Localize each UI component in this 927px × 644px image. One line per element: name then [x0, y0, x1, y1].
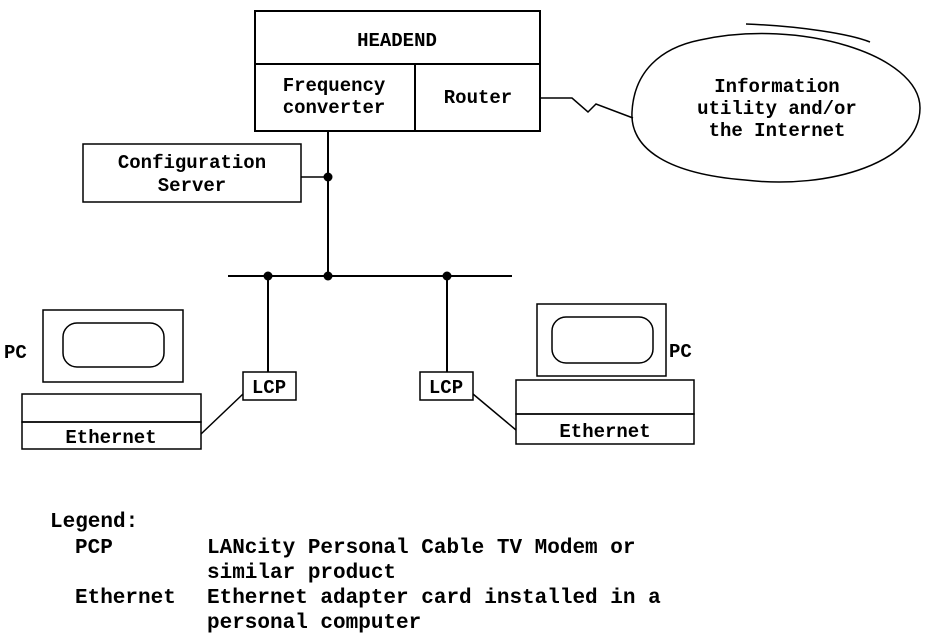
junction-dot-config	[323, 172, 333, 182]
right-lcp: LCP	[419, 371, 474, 401]
legend-term-pcp: PCP	[75, 537, 113, 560]
right-pc-case	[515, 379, 695, 415]
left-pc-monitor	[42, 309, 184, 383]
left-lcp-cable	[200, 393, 244, 435]
cloud-line1: Information	[714, 76, 839, 98]
junction-dot-right	[442, 271, 452, 281]
left-pc-ethernet-slot	[21, 421, 202, 450]
right-pc-ethernet-slot	[515, 413, 695, 445]
legend-desc-pcp-line2: similar product	[207, 562, 396, 585]
headend-box: HEADEND Frequency converter Router	[254, 10, 541, 132]
configuration-server-box: Configuration Server	[82, 143, 328, 203]
internet-cloud: Information utility and/or the Internet	[631, 23, 921, 183]
junction-dot-left	[263, 271, 273, 281]
right-lcp-label: LCP	[429, 377, 463, 399]
frequency-converter-line2: converter	[283, 97, 386, 119]
legend-desc-ethernet-line2: personal computer	[207, 612, 421, 635]
router-link-zigzag	[540, 97, 634, 119]
frequency-converter-line1: Frequency	[283, 75, 386, 97]
legend-title: Legend:	[50, 511, 138, 534]
right-pc-screen	[551, 316, 654, 364]
legend-desc-ethernet-line1: Ethernet adapter card installed in a	[207, 587, 661, 610]
legend-term-ethernet: Ethernet	[75, 587, 176, 610]
left-lcp-frame	[242, 371, 297, 401]
right-pc-label: PC	[669, 341, 692, 363]
left-pc-ethernet-label: Ethernet	[65, 427, 156, 449]
cloud-line2: utility and/or	[697, 98, 857, 120]
cloud-outline	[631, 32, 921, 183]
left-pc-screen	[62, 322, 165, 368]
junction-dot-trunk	[323, 271, 333, 281]
left-lcp-label: LCP	[252, 377, 286, 399]
configuration-server-frame	[82, 143, 302, 203]
right-lcp-cable	[472, 393, 517, 431]
cloud-stroke	[745, 23, 871, 43]
configuration-server-line2: Server	[158, 175, 226, 197]
cloud-line3: the Internet	[709, 120, 846, 142]
right-pc-monitor	[536, 303, 667, 377]
right-lcp-frame	[419, 371, 474, 401]
headend-frame	[254, 10, 541, 132]
left-pc-label: PC	[4, 342, 27, 364]
headend-title: HEADEND	[357, 30, 437, 52]
legend: Legend: PCP LANcity Personal Cable TV Mo…	[50, 511, 661, 635]
legend-desc-pcp-line1: LANcity Personal Cable TV Modem or	[207, 537, 635, 560]
right-pc: Ethernet PC	[515, 303, 695, 445]
right-pc-ethernet-label: Ethernet	[559, 421, 650, 443]
router-label: Router	[444, 87, 512, 109]
left-lcp: LCP	[242, 371, 297, 401]
configuration-server-line1: Configuration	[118, 152, 266, 174]
left-pc-case	[21, 393, 202, 423]
left-pc: Ethernet PC	[4, 309, 202, 450]
